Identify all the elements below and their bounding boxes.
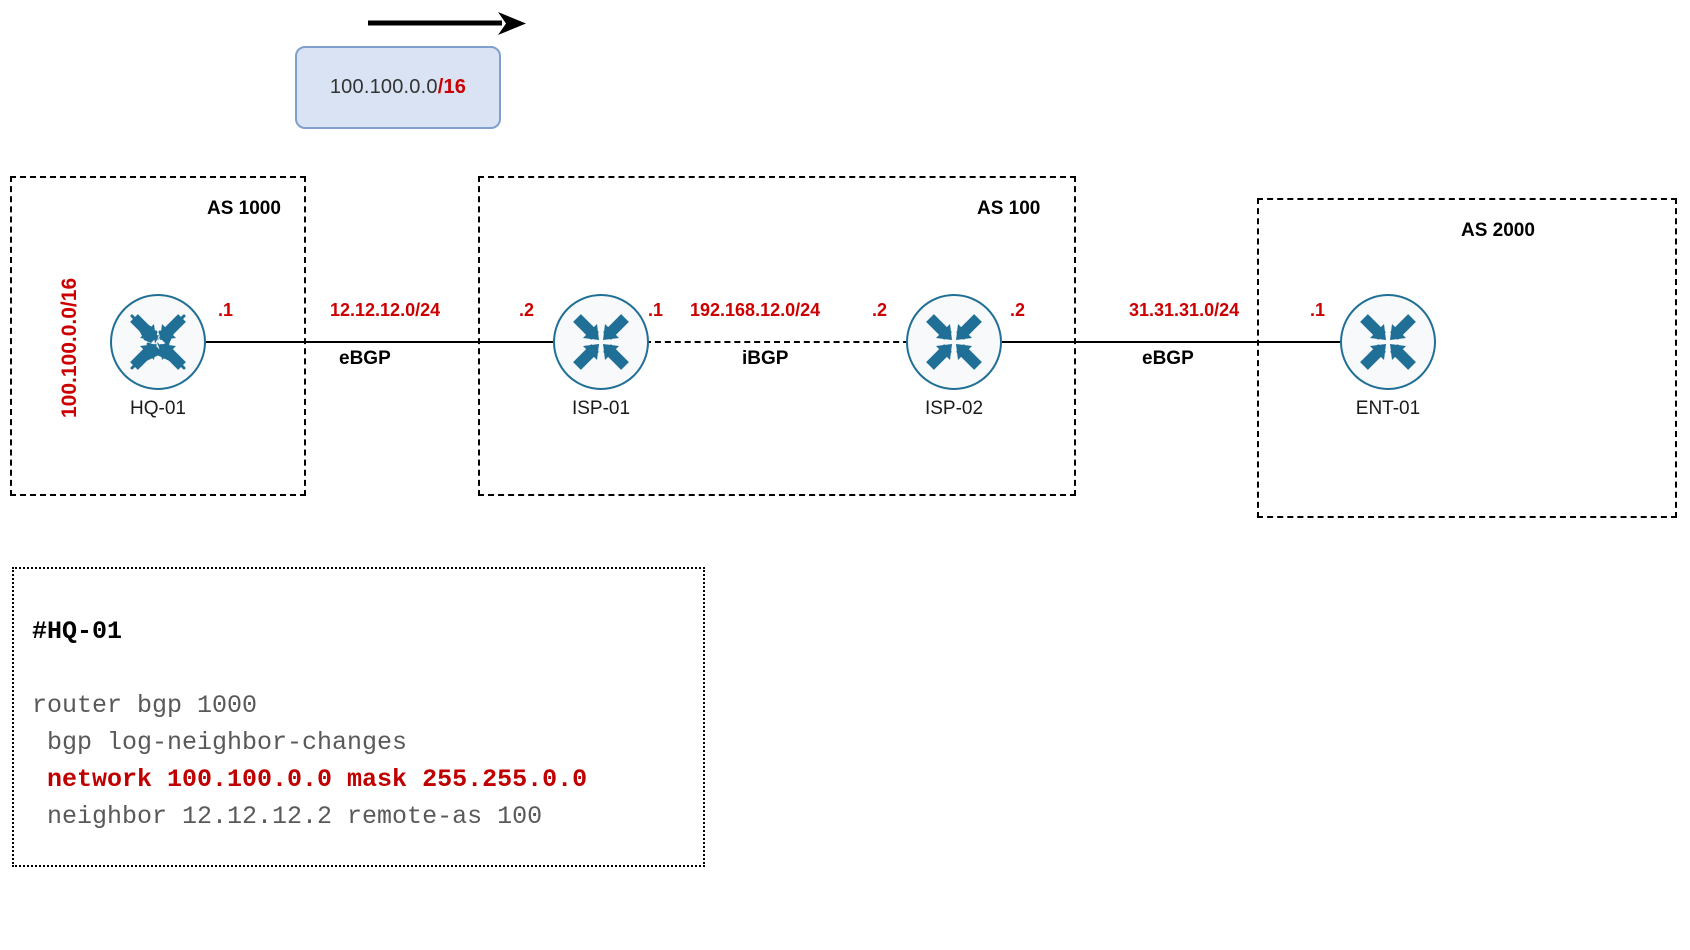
link-isp01-isp02 [645,341,919,343]
router-icon [130,314,186,370]
prefix-network: 100.100.0.0 [329,76,438,98]
config-line-0: router bgp 1000 [32,691,258,720]
advertised-prefix-text: 100.100.0.0/16 [330,76,466,99]
link-subnet-isp02-ent01: 31.31.31.0/24 [1129,300,1240,320]
as-boundary-1000 [10,176,306,496]
ip-isp01-right: .1 [648,300,664,320]
router-isp-01[interactable] [553,294,649,390]
config-line-2: network 100.100.0.0 mask 255.255.0.0 [32,765,588,794]
config-blank-line [32,650,703,687]
config-device-title: #HQ-01 [32,617,123,646]
router-ent-01[interactable] [1340,294,1436,390]
as-label-2000: AS 2000 [1461,220,1535,241]
router-icon [926,314,982,370]
config-text: #HQ-01 router bgp 1000 bgp log-neighbor-c… [32,613,703,835]
router-hq-01[interactable] [110,294,206,390]
router-label-hq-01: HQ-01 [130,398,186,419]
link-subnet-isp01-isp02: 192.168.12.0/24 [690,300,821,320]
advertisement-direction-arrow [368,10,528,38]
as-boundary-2000 [1257,198,1677,518]
advertised-prefix-vertical-label: 100.100.0.0/16 [58,277,81,418]
ip-isp02-left: .2 [872,300,888,320]
router-label-ent-01: ENT-01 [1355,398,1421,419]
config-line-3: neighbor 12.12.12.2 remote-as 100 [32,802,543,831]
peering-label-isp01-isp02: iBGP [742,348,789,369]
config-line-1: bgp log-neighbor-changes [32,728,408,757]
as-label-1000: AS 1000 [207,198,281,219]
link-subnet-hq01-isp01: 12.12.12.0/24 [330,300,441,320]
peering-label-hq01-isp01: eBGP [339,348,391,369]
router-disc [110,294,206,390]
router-disc [553,294,649,390]
link-hq01-isp01 [203,341,559,343]
config-snippet-box: #HQ-01 router bgp 1000 bgp log-neighbor-c… [12,567,705,867]
router-disc [906,294,1002,390]
router-isp-02[interactable] [906,294,1002,390]
router-disc [1340,294,1436,390]
prefix-mask: /16 [437,76,467,98]
advertised-prefix-callout: 100.100.0.0/16 [295,46,501,129]
peering-label-isp02-ent01: eBGP [1142,348,1194,369]
router-label-isp-01: ISP-01 [571,398,631,419]
ip-isp01-left: .2 [519,300,535,320]
router-icon [573,314,629,370]
ip-hq01-right: .1 [218,300,234,320]
link-isp02-ent01 [998,341,1345,343]
router-label-isp-02: ISP-02 [924,398,984,419]
ip-ent01-left: .1 [1310,300,1326,320]
as-boundary-100 [478,176,1076,496]
router-icon [1360,314,1416,370]
ip-isp02-right: .2 [1010,300,1026,320]
as-label-100: AS 100 [977,198,1041,219]
